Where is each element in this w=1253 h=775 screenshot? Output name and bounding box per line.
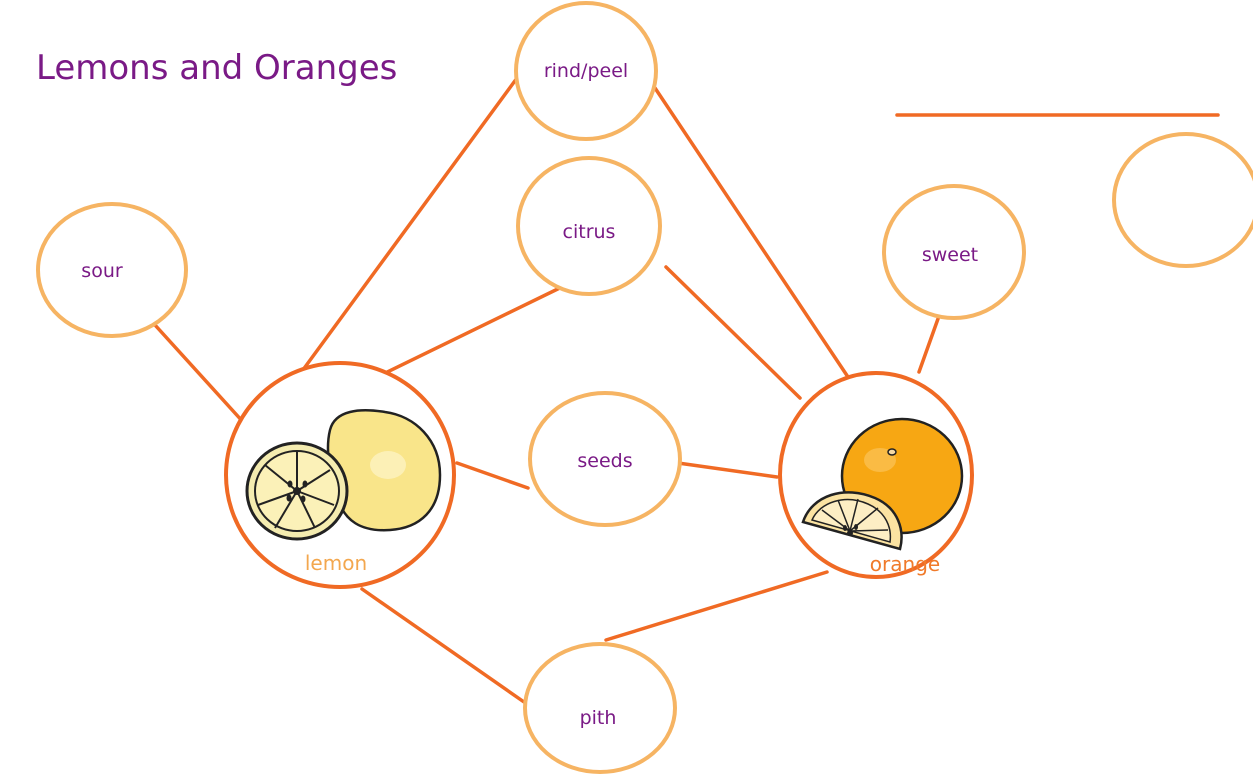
edge-pith-lemon: [360, 587, 526, 704]
node-sweet[interactable]: sweet: [882, 184, 1026, 320]
node-sour-label: sour: [81, 260, 123, 282]
edge-citrus-lemon: [373, 281, 572, 380]
node-orange[interactable]: orange: [778, 371, 974, 579]
node-rind-peel-label: rind/peel: [544, 60, 628, 82]
orange-icon: [801, 417, 964, 551]
orange-label: orange: [870, 552, 940, 576]
edge-sweet-orange: [917, 314, 941, 374]
page-title: Lemons and Oranges: [36, 48, 398, 88]
edge-sour-lemon: [153, 323, 246, 425]
edge-citrus-orange: [664, 265, 802, 400]
node-citrus[interactable]: citrus: [516, 156, 662, 296]
lemon-label: lemon: [305, 551, 367, 575]
node-sweet-label: sweet: [922, 244, 978, 266]
node-sour[interactable]: sour: [36, 202, 188, 338]
edge-pith-orange: [604, 570, 829, 642]
node-pith[interactable]: pith: [523, 642, 677, 774]
lemon-icon: [245, 409, 442, 541]
edge-rindpeel-orange: [653, 86, 852, 382]
edge-seeds-lemon: [455, 461, 530, 490]
node-pith-label: pith: [580, 707, 617, 729]
edge-seeds-orange: [676, 461, 779, 479]
edge-rindpeel-lemon: [295, 76, 519, 380]
node-lemon[interactable]: lemon: [224, 361, 456, 589]
edges: [153, 76, 1220, 704]
node-rind-peel[interactable]: rind/peel: [514, 1, 658, 141]
node-seeds[interactable]: seeds: [528, 391, 682, 527]
node-citrus-label: citrus: [563, 221, 616, 243]
node-blank[interactable]: [1112, 132, 1253, 268]
node-seeds-label: seeds: [577, 450, 632, 472]
